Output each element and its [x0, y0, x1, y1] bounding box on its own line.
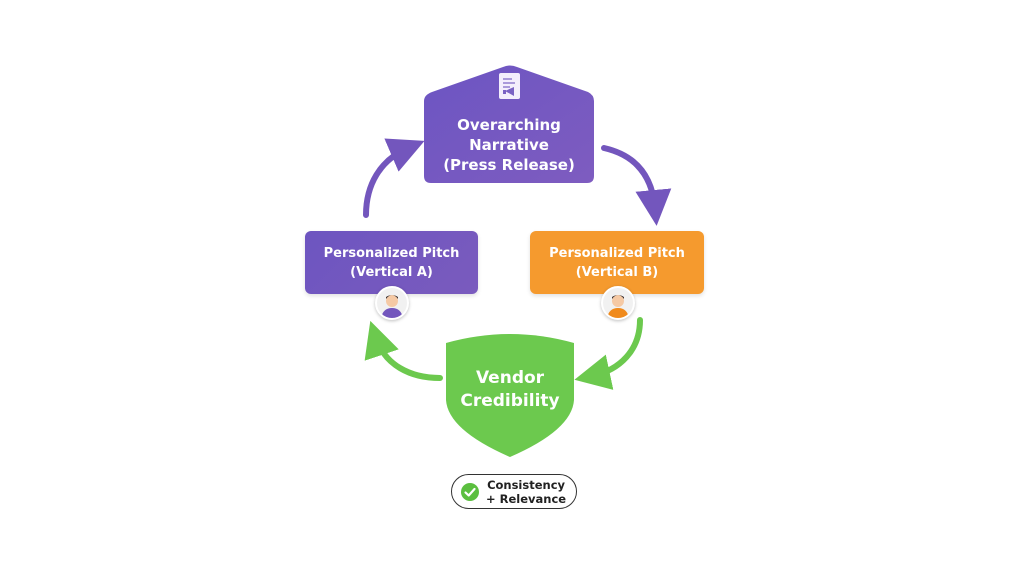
arrow-top-to-right	[601, 145, 672, 226]
top-node-line-3: (Press Release)	[443, 156, 575, 174]
top-node-line-1: Overarching	[457, 116, 561, 134]
arrow-center-to-left	[364, 320, 443, 381]
badge-line-2: + Relevance	[486, 491, 567, 506]
press-release-document-icon	[499, 73, 520, 99]
consistency-relevance-badge: Consistency + Relevance	[451, 474, 577, 509]
center-node: Vendor Credibility	[446, 334, 574, 457]
right-node: Personalized Pitch (Vertical B)	[530, 231, 704, 294]
arrow-right-to-center	[574, 317, 643, 390]
left-node-line-1: Personalized Pitch	[323, 245, 460, 261]
center-node-line-1: Vendor	[476, 368, 545, 388]
left-node-line-2: (Vertical A)	[350, 264, 433, 280]
center-node-line-2: Credibility	[460, 391, 559, 411]
person-avatar-icon	[601, 286, 635, 320]
shield-shape	[446, 334, 574, 457]
right-node-line-1: Personalized Pitch	[549, 245, 685, 261]
badge-line-1: Consistency	[487, 477, 566, 492]
right-node-line-2: (Vertical B)	[575, 264, 659, 280]
left-node: Personalized Pitch (Vertical A)	[305, 231, 478, 294]
top-node-line-2: Narrative	[469, 136, 549, 154]
arrow-left-to-top	[363, 138, 425, 218]
person-avatar-icon	[375, 286, 409, 320]
top-node-shape	[424, 65, 594, 183]
check-circle-icon	[461, 482, 479, 501]
top-node: Overarching Narrative (Press Release)	[424, 65, 594, 183]
